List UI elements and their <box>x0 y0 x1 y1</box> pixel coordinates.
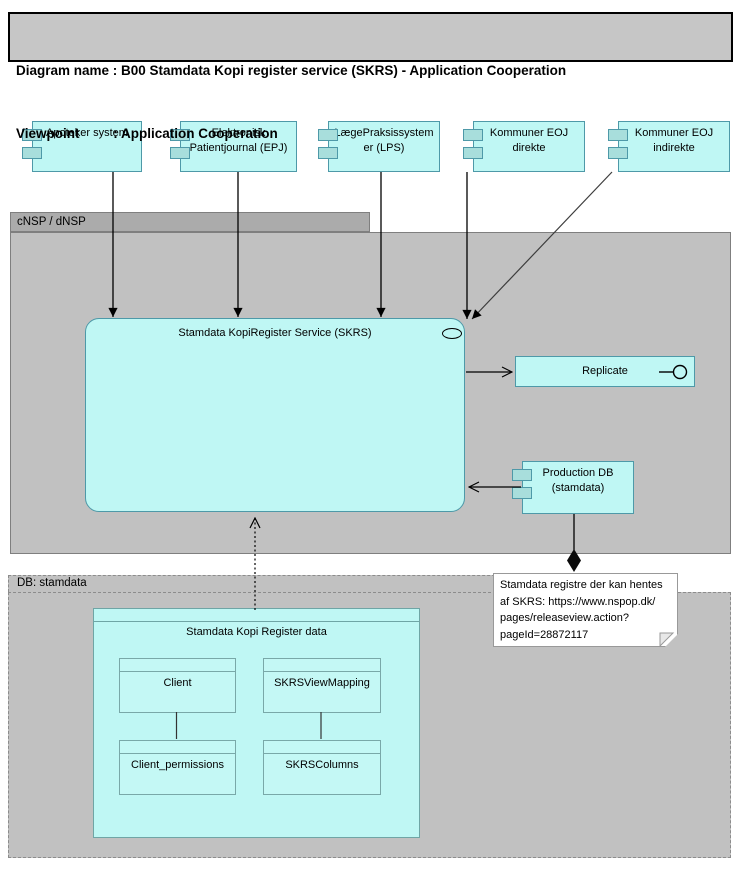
component-icon <box>22 147 42 159</box>
entity-header-band <box>120 659 235 672</box>
group-cnsp-label: cNSP / dNSP <box>17 216 86 228</box>
component-icon <box>463 147 483 159</box>
component-icon <box>463 129 483 141</box>
component-label: LægePraksissystemer (LPS) <box>334 127 434 154</box>
note-line: pageId=28872117 <box>500 628 589 641</box>
container-stamdata-kopi-register-data: Stamdata Kopi Register data Client SKRSV… <box>93 608 420 838</box>
component-apoteker-system: Apoteker system <box>22 121 142 172</box>
entity-header-band <box>120 741 235 754</box>
service-skrs: Stamdata KopiRegister Service (SKRS) <box>85 318 465 512</box>
component-label: Apoteker system <box>46 127 128 139</box>
component-kommuner-eoj-direkte: Kommuner EOJ direkte <box>463 121 585 172</box>
application-service-oval-icon <box>442 328 462 339</box>
note-line: Stamdata registre der kan hentes <box>500 579 663 591</box>
entity-label: Client_permissions <box>131 759 224 771</box>
entity-label: SKRSViewMapping <box>274 677 370 689</box>
entity-label: SKRSColumns <box>285 759 359 771</box>
component-icon <box>608 129 628 141</box>
note-line: af SKRS: https://www.nspop.dk/ <box>500 595 656 608</box>
service-replicate: Replicate <box>515 356 695 387</box>
component-label: Kommuner EOJ indirekte <box>634 127 714 154</box>
component-label: Elektronisk Patientjournal (EPJ) <box>189 127 288 154</box>
note-line: pages/releaseview.action? <box>500 612 630 624</box>
entity-header-band <box>264 659 380 672</box>
component-icon <box>170 129 190 141</box>
entity-label: Client <box>163 677 192 689</box>
service-replicate-label: Replicate <box>582 365 628 377</box>
entity-header-band <box>264 741 380 754</box>
service-skrs-label: Stamdata KopiRegister Service (SKRS) <box>178 327 372 339</box>
component-epj: Elektronisk Patientjournal (EPJ) <box>170 121 297 172</box>
note-stamdata-registre: Stamdata registre der kan hentes af SKRS… <box>493 573 678 647</box>
component-icon <box>22 129 42 141</box>
component-production-db: Production DB (stamdata) <box>512 461 634 514</box>
component-lps: LægePraksissystemer (LPS) <box>318 121 440 172</box>
entity-skrsviewmapping: SKRSViewMapping <box>263 658 381 713</box>
component-icon <box>512 487 532 499</box>
component-label: Kommuner EOJ direkte <box>489 127 569 154</box>
component-icon <box>512 469 532 481</box>
container-label: Stamdata Kopi Register data <box>186 626 327 638</box>
group-db-tab: DB: stamdata <box>8 575 560 592</box>
group-cnsp-tab: cNSP / dNSP <box>10 212 370 232</box>
component-icon <box>318 147 338 159</box>
container-header-band <box>94 609 419 622</box>
entity-client-permissions: Client_permissions <box>119 740 236 795</box>
viewpoint-line: Viewpoint : Application Cooperation <box>16 126 278 141</box>
diagram-title-block: Diagram name : B00 Stamdata Kopi registe… <box>8 12 733 141</box>
component-icon <box>170 147 190 159</box>
component-icon <box>608 147 628 159</box>
entity-client: Client <box>119 658 236 713</box>
component-label: Production DB (stamdata) <box>542 467 614 494</box>
group-db-label: DB: stamdata <box>17 577 87 589</box>
diagram-name-line: Diagram name : B00 Stamdata Kopi registe… <box>16 63 567 78</box>
component-kommuner-eoj-indirekte: Kommuner EOJ indirekte <box>608 121 730 172</box>
entity-skrscolumns: SKRSColumns <box>263 740 381 795</box>
component-icon <box>318 129 338 141</box>
